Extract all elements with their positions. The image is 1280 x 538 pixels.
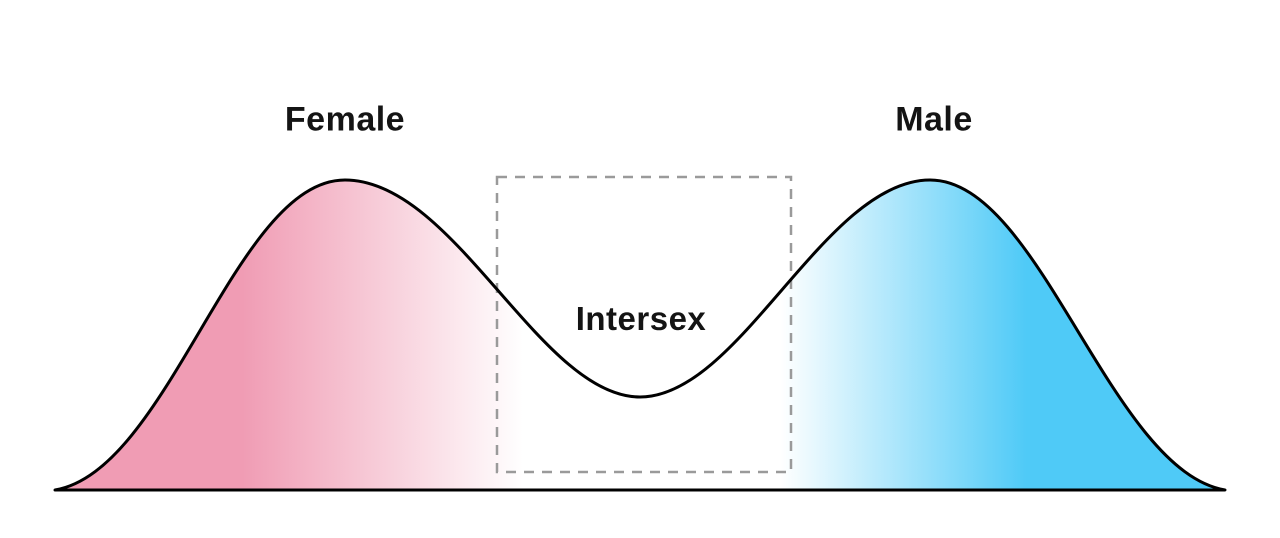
distribution-fill-region (55, 180, 1225, 490)
intersex-dashed-box (495, 175, 793, 474)
female-label: Female (284, 100, 406, 139)
male-label: Male (895, 100, 973, 139)
distribution-curve-outline (53, 178, 1227, 492)
intersex-label: Intersex (575, 300, 707, 337)
